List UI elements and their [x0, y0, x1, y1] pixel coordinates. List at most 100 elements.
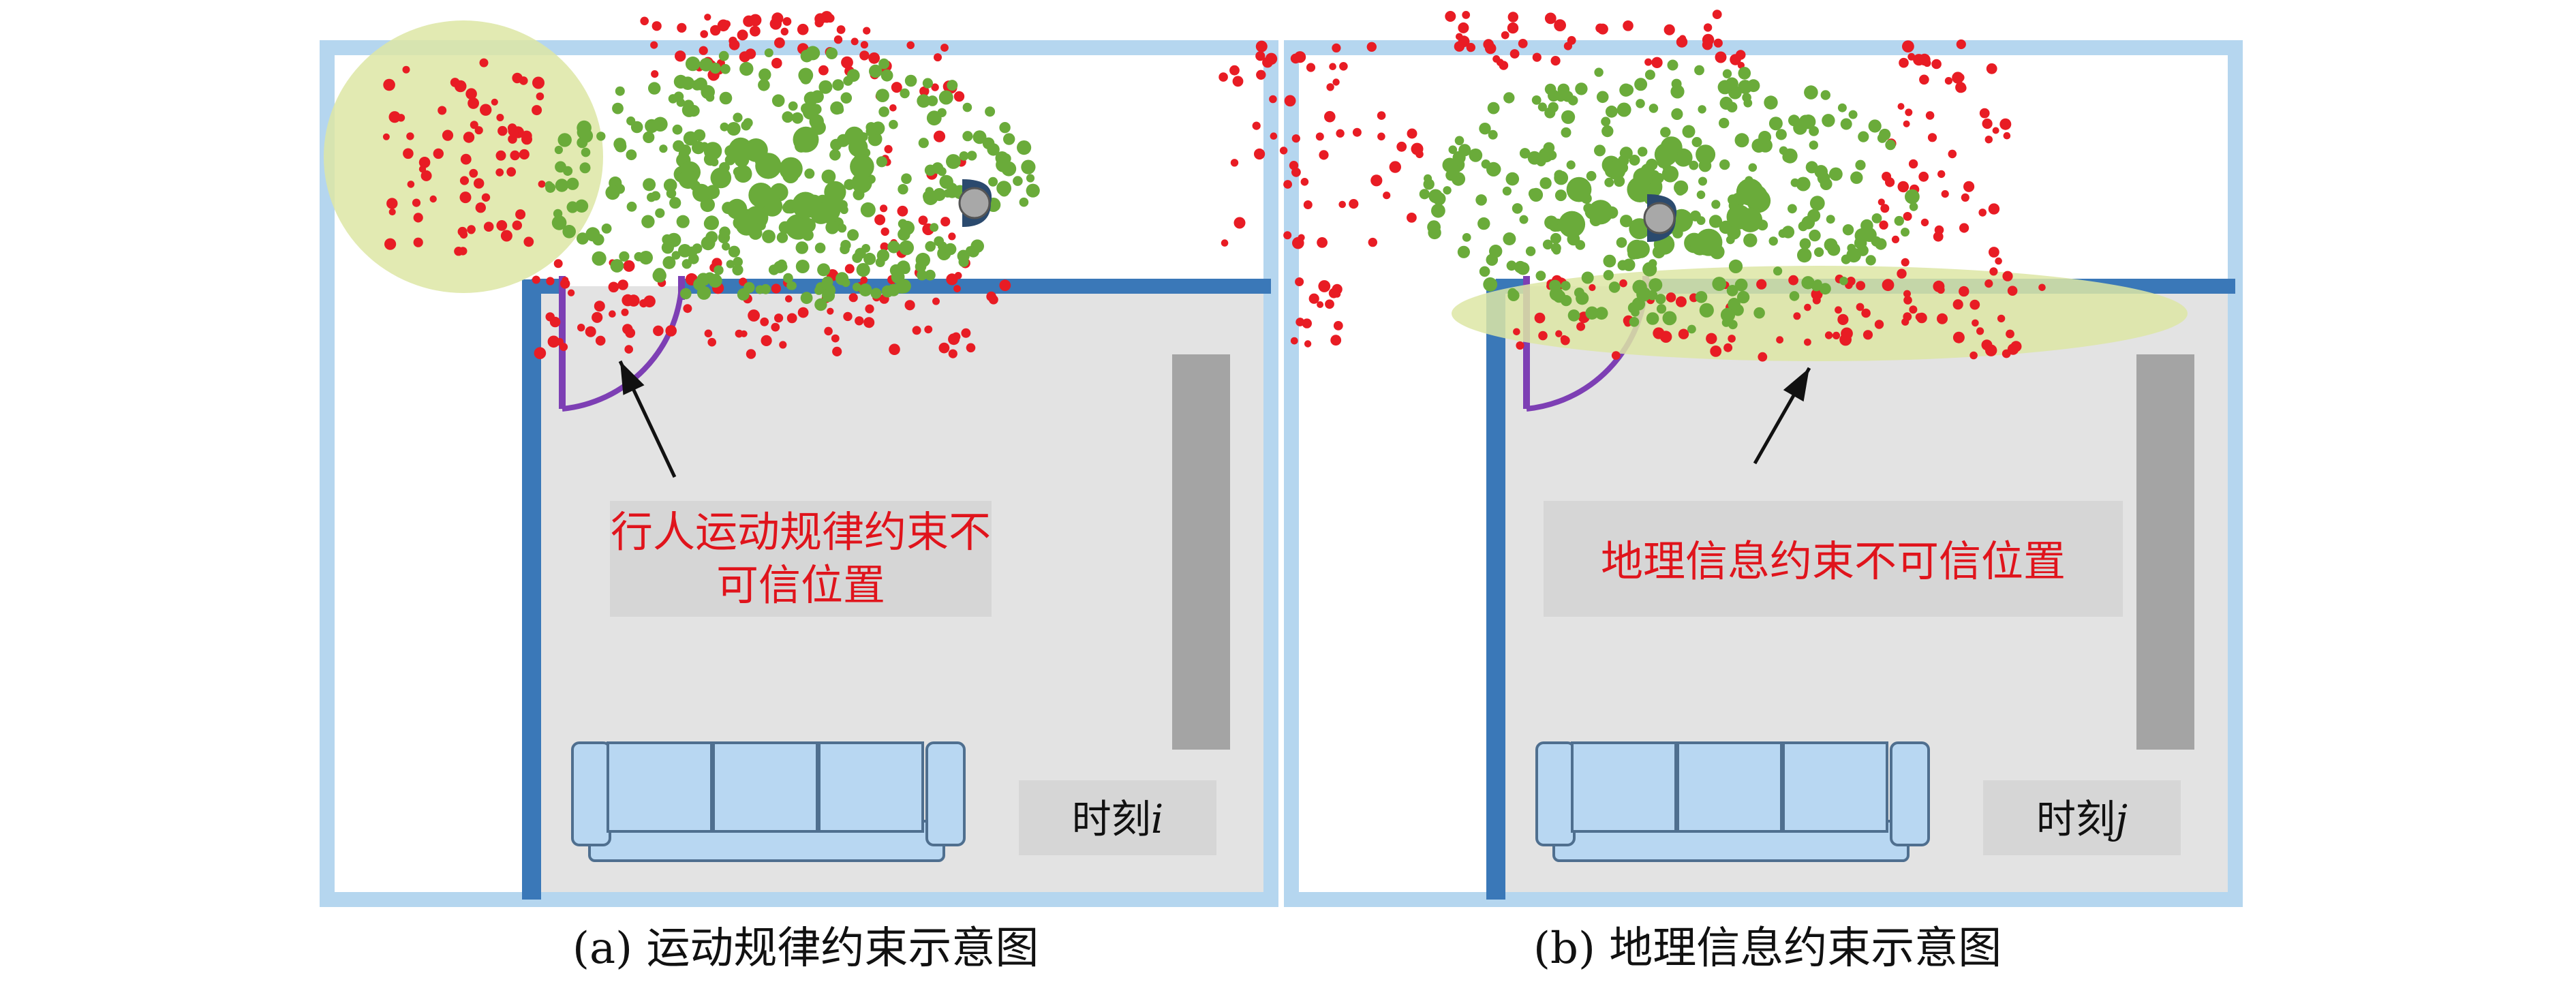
- valid-particle: [710, 157, 719, 167]
- invalid-particle: [412, 198, 421, 207]
- valid-particle: [1661, 166, 1679, 183]
- invalid-particle: [532, 275, 540, 284]
- invalid-particle: [948, 349, 957, 358]
- valid-particle: [810, 202, 832, 224]
- valid-particle: [553, 209, 563, 219]
- valid-particle: [795, 241, 809, 254]
- valid-particle: [653, 268, 666, 280]
- invalid-particle: [1678, 328, 1689, 339]
- valid-particle: [842, 278, 850, 288]
- valid-particle: [1782, 148, 1798, 164]
- valid-particle: [1748, 163, 1758, 172]
- valid-particle: [662, 256, 676, 269]
- valid-particle: [696, 286, 711, 300]
- invalid-particle: [1941, 190, 1949, 198]
- arrow-head: [1783, 368, 1809, 402]
- invalid-particle: [2002, 271, 2013, 281]
- valid-particle: [1646, 312, 1659, 325]
- invalid-particle: [1329, 63, 1336, 70]
- valid-particle: [1619, 147, 1633, 160]
- invalid-particle: [1319, 150, 1329, 160]
- invalid-particle: [1788, 275, 1799, 286]
- valid-particle: [1726, 285, 1738, 296]
- valid-particle: [1627, 239, 1646, 260]
- invalid-particle: [1989, 247, 1999, 258]
- invalid-particle: [1959, 223, 1969, 233]
- valid-particle: [1627, 302, 1640, 314]
- invalid-particle: [577, 324, 585, 332]
- invalid-particle: [1252, 121, 1261, 130]
- valid-particle: [1601, 125, 1614, 138]
- invalid-particle: [912, 326, 921, 335]
- invalid-particle: [515, 209, 526, 220]
- valid-particle: [1581, 271, 1594, 284]
- invalid-particle: [1903, 290, 1911, 298]
- annotation-text-line: 地理信息约束不可信位置: [1601, 536, 2066, 586]
- invalid-particle: [1937, 170, 1946, 179]
- valid-particle: [673, 91, 684, 102]
- valid-particle: [1660, 127, 1671, 138]
- invalid-particle: [1269, 95, 1277, 104]
- valid-particle: [1758, 131, 1772, 144]
- valid-particle: [626, 149, 637, 161]
- valid-particle: [1483, 277, 1498, 292]
- valid-particle: [577, 232, 589, 245]
- valid-particle: [1839, 277, 1848, 286]
- valid-particle: [1654, 142, 1678, 166]
- valid-particle: [1719, 117, 1730, 129]
- valid-particle: [1768, 236, 1778, 246]
- valid-particle: [1871, 213, 1882, 224]
- valid-particle: [678, 244, 692, 258]
- valid-particle: [1462, 233, 1471, 242]
- sofa-arm-right: [925, 741, 966, 846]
- invalid-particle: [1891, 235, 1900, 243]
- invalid-particle: [1534, 312, 1546, 324]
- valid-particle: [1674, 148, 1693, 167]
- invalid-particle: [675, 50, 686, 62]
- invalid-particle: [761, 335, 772, 346]
- valid-particle: [1742, 93, 1751, 102]
- invalid-particle: [1308, 293, 1319, 304]
- invalid-particle: [1270, 132, 1278, 140]
- invalid-particle: [1295, 318, 1305, 326]
- invalid-particle: [748, 309, 760, 322]
- invalid-particle: [1377, 132, 1385, 141]
- invalid-particle: [1332, 78, 1340, 86]
- valid-particle: [1747, 79, 1760, 93]
- invalid-particle: [1676, 36, 1688, 48]
- valid-particle: [1525, 246, 1536, 256]
- valid-particle: [748, 183, 773, 208]
- valid-particle: [643, 131, 655, 143]
- sofa-cushion: [1571, 741, 1677, 833]
- invalid-particle: [1454, 41, 1465, 52]
- valid-particle: [1667, 59, 1678, 71]
- valid-particle: [865, 126, 877, 137]
- valid-particle: [1632, 279, 1647, 294]
- valid-particle: [814, 298, 827, 311]
- invalid-particle: [785, 295, 793, 303]
- valid-particle: [1475, 194, 1487, 206]
- invalid-particle: [1874, 320, 1884, 329]
- invalid-particle: [779, 341, 787, 349]
- valid-particle: [626, 201, 637, 212]
- invalid-particle: [1984, 136, 1993, 144]
- invalid-particle: [745, 48, 756, 59]
- invalid-particle: [1963, 181, 1975, 192]
- valid-particle: [804, 168, 815, 179]
- valid-particle: [672, 124, 683, 135]
- valid-particle: [701, 85, 715, 99]
- valid-particle: [648, 82, 661, 95]
- invalid-particle: [1989, 267, 1998, 276]
- valid-particle: [818, 80, 833, 94]
- invalid-particle: [897, 205, 908, 217]
- invalid-particle: [1897, 181, 1910, 193]
- valid-particle: [1764, 95, 1778, 110]
- invalid-particle: [1338, 200, 1346, 209]
- invalid-particle: [628, 294, 640, 307]
- valid-particle: [1419, 189, 1430, 200]
- invalid-particle: [1332, 43, 1341, 52]
- invalid-particle: [1715, 51, 1727, 63]
- valid-particle: [1424, 174, 1432, 183]
- invalid-particle: [460, 153, 472, 165]
- valid-particle: [710, 167, 732, 189]
